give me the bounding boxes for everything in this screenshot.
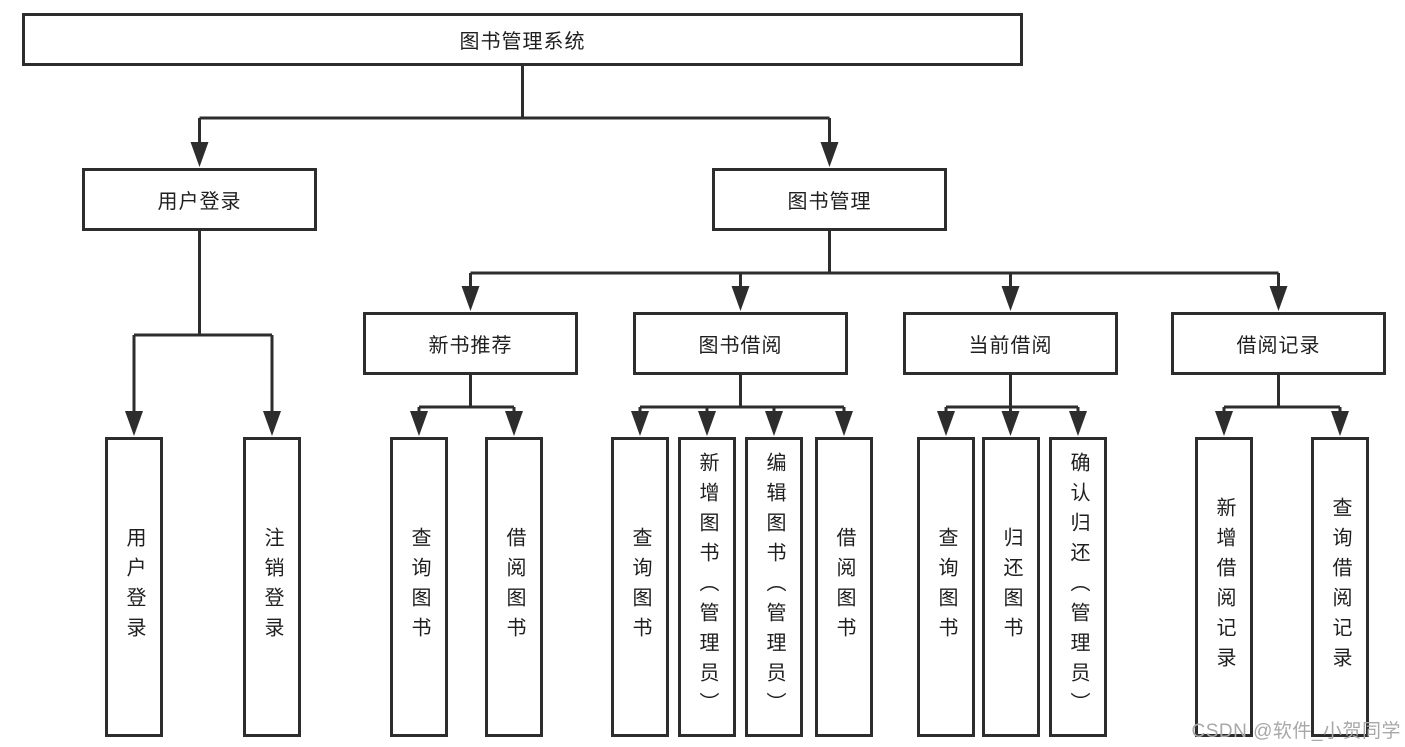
connector-book-mgmt-to-level3	[461, 229, 1288, 311]
leaf-query-books-1: 查询图书	[390, 437, 448, 737]
node-label: 图书管理	[787, 191, 872, 213]
leaf-label: 查询图书	[408, 527, 430, 647]
watermark: CSDN @软件_小贺同学	[1191, 721, 1401, 742]
leaf-borrow-books-1: 借阅图书	[485, 437, 543, 737]
connector-current-borrow-group	[937, 373, 1087, 436]
connector-book-borrow-group	[631, 373, 853, 436]
connector-user-login-group	[125, 229, 281, 436]
leaf-label: 查询图书	[935, 527, 957, 647]
leaf-label: 用户登录	[123, 527, 145, 647]
leaf-user-login: 用户登录	[105, 437, 163, 737]
leaf-add-books-admin: 新增图书（管理员）	[678, 437, 736, 737]
connector-borrow-records-group	[1215, 373, 1349, 436]
leaf-logout: 注销登录	[243, 437, 301, 737]
leaf-label: 编辑图书（管理员）	[763, 452, 785, 722]
leaf-query-books-2: 查询图书	[611, 437, 669, 737]
leaf-edit-books-admin: 编辑图书（管理员）	[745, 437, 803, 737]
node-label: 当前借阅	[968, 335, 1053, 357]
leaf-confirm-return-admin: 确认归还（管理员）	[1049, 437, 1107, 737]
leaf-return-books: 归还图书	[982, 437, 1040, 737]
leaf-label: 新增借阅记录	[1213, 497, 1235, 677]
connector-new-book-group	[410, 373, 523, 436]
node-label: 新书推荐	[428, 335, 513, 357]
node-current-borrow: 当前借阅	[903, 312, 1118, 375]
node-new-book-recommend: 新书推荐	[363, 312, 578, 375]
leaf-label: 查询借阅记录	[1329, 497, 1351, 677]
leaf-add-borrow-record: 新增借阅记录	[1195, 437, 1253, 737]
leaf-query-books-3: 查询图书	[917, 437, 975, 737]
node-label: 用户登录	[157, 191, 242, 213]
node-borrow-records: 借阅记录	[1171, 312, 1386, 375]
leaf-label: 借阅图书	[503, 527, 525, 647]
leaf-borrow-books-2: 借阅图书	[815, 437, 873, 737]
leaf-label: 归还图书	[1000, 527, 1022, 647]
connector-root-to-level2	[190, 64, 839, 167]
leaf-label: 注销登录	[261, 527, 283, 647]
node-label: 图书管理系统	[459, 31, 586, 53]
node-label: 图书借阅	[698, 335, 783, 357]
leaf-label: 查询图书	[629, 527, 651, 647]
node-book-borrow: 图书借阅	[633, 312, 848, 375]
leaf-label: 新增图书（管理员）	[696, 452, 718, 722]
leaf-label: 确认归还（管理员）	[1067, 452, 1089, 722]
node-user-login: 用户登录	[82, 168, 317, 231]
node-book-management: 图书管理	[712, 168, 947, 231]
leaf-query-borrow-record: 查询借阅记录	[1311, 437, 1369, 737]
node-root-system: 图书管理系统	[22, 13, 1023, 66]
node-label: 借阅记录	[1236, 335, 1321, 357]
leaf-label: 借阅图书	[833, 527, 855, 647]
